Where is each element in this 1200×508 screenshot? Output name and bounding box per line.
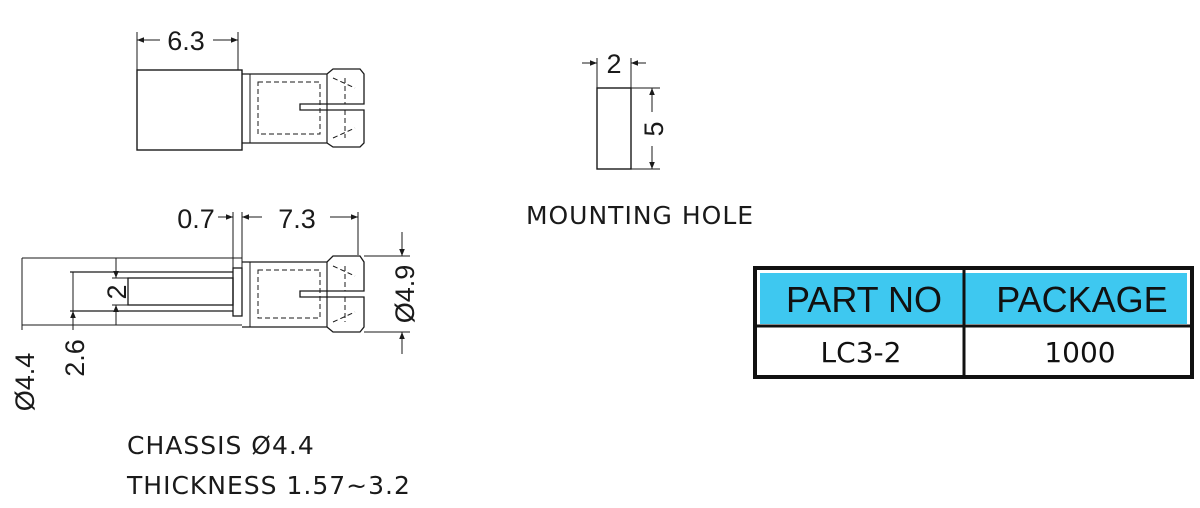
mounting-hole-rect xyxy=(596,87,632,170)
mounting-hole-label: MOUNTING HOLE xyxy=(526,201,754,230)
top-view: 6.3 xyxy=(136,26,365,151)
top-body-outline xyxy=(136,69,243,151)
top-clip-outline xyxy=(242,68,365,148)
side-view: 0.7 7.3 2 2.6 Ø4.4 Ø4.9 xyxy=(10,204,420,411)
table-header-bg xyxy=(760,273,1187,324)
dim-flange-thickness: 0.7 xyxy=(177,204,215,234)
table-cell-package: 1000 xyxy=(1044,336,1115,369)
dim-hole-height: 5 xyxy=(639,121,669,136)
side-flange xyxy=(232,267,243,317)
mounting-hole-view: 2 5 MOUNTING HOLE xyxy=(526,49,754,230)
chassis-note: CHASSIS Ø4.4 xyxy=(127,431,315,460)
dim-top-length: 6.3 xyxy=(167,26,205,56)
dim-slot-width: 2 xyxy=(102,284,132,299)
table-cell-part-no: LC3-2 xyxy=(821,336,902,369)
dim-head-diameter: Ø4.9 xyxy=(390,265,420,324)
part-table: PART NO PACKAGE LC3-2 1000 xyxy=(753,266,1194,379)
side-slot-rect xyxy=(127,277,234,306)
table-header-package: PACKAGE xyxy=(996,279,1167,320)
side-clip-outline xyxy=(242,255,365,333)
dim-hole-width: 2 xyxy=(606,49,621,79)
dim-body-length: 7.3 xyxy=(278,204,316,234)
thickness-note: THICKNESS 1.57~3.2 xyxy=(126,471,411,500)
dim-inner-diameter: 2.6 xyxy=(60,339,90,377)
table-header-part-no: PART NO xyxy=(786,279,942,320)
dim-chassis-diameter: Ø4.4 xyxy=(10,353,40,412)
